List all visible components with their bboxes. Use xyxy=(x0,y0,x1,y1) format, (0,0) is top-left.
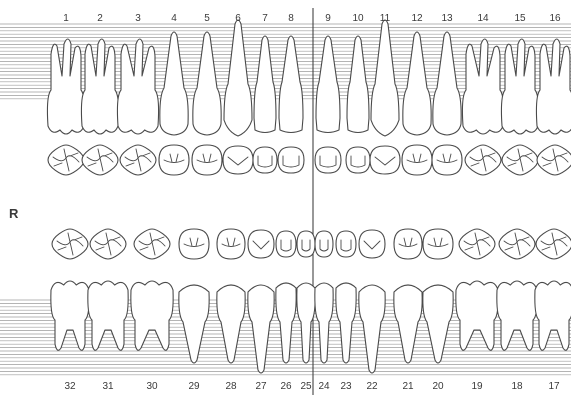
lower-tooth-number: 31 xyxy=(102,381,114,392)
lower-tooth-number: 21 xyxy=(402,381,414,392)
upper-tooth-number: 16 xyxy=(549,13,561,24)
lower-occlusal-row xyxy=(52,229,571,259)
upper-tooth-number: 8 xyxy=(288,13,294,24)
upper-tooth xyxy=(347,36,369,133)
upper-tooth-number: 14 xyxy=(477,13,489,24)
upper-tooth xyxy=(462,39,503,134)
upper-occlusal-tooth xyxy=(346,147,370,173)
upper-occlusal-tooth xyxy=(253,147,277,173)
lower-occlusal-tooth xyxy=(336,231,356,257)
upper-tooth xyxy=(81,39,118,134)
lower-tooth-number: 25 xyxy=(300,381,312,392)
lower-tooth-number: 20 xyxy=(432,381,444,392)
upper-tooth xyxy=(316,36,340,133)
lower-occlusal-tooth xyxy=(536,229,571,259)
upper-tooth-number: 10 xyxy=(352,13,364,24)
lower-tooth xyxy=(88,281,128,350)
upper-tooth-number: 15 xyxy=(514,13,526,24)
upper-tooth-number: 4 xyxy=(171,13,177,24)
lower-tooth-number: 27 xyxy=(255,381,267,392)
upper-occlusal-tooth xyxy=(159,145,189,175)
upper-tooth-number: 11 xyxy=(380,13,391,24)
lower-occlusal-tooth xyxy=(179,229,209,259)
lower-occlusal-tooth xyxy=(217,229,245,259)
upper-tooth-number: 1 xyxy=(63,13,69,24)
lower-tooth xyxy=(359,285,385,373)
lower-tooth-number: 22 xyxy=(366,381,378,392)
upper-tooth-number: 9 xyxy=(325,13,331,24)
lower-tooth-number: 17 xyxy=(548,381,560,392)
upper-occlusal-row xyxy=(48,145,571,175)
upper-tooth-number: 3 xyxy=(135,13,141,24)
lower-tooth-number: 19 xyxy=(471,381,483,392)
upper-tooth-number: 6 xyxy=(235,13,241,24)
upper-tooth xyxy=(254,36,276,133)
lower-tooth xyxy=(51,281,89,350)
lower-tooth-number: 23 xyxy=(340,381,352,392)
upper-tooth-number: 7 xyxy=(262,13,268,24)
lower-tooth-number: 24 xyxy=(318,381,330,392)
upper-tooth xyxy=(117,39,158,134)
lower-tooth xyxy=(456,281,498,350)
upper-occlusal-tooth xyxy=(432,145,462,175)
upper-tooth-number: 2 xyxy=(97,13,103,24)
lower-occlusal-tooth xyxy=(394,229,422,259)
lower-tooth xyxy=(497,281,537,350)
lower-tooth-number: 30 xyxy=(146,381,158,392)
lower-tooth-number: 18 xyxy=(511,381,523,392)
upper-occlusal-tooth xyxy=(402,145,432,175)
lower-tooth xyxy=(131,281,173,350)
side-label: R xyxy=(9,206,19,221)
upper-occlusal-tooth xyxy=(315,147,341,173)
lower-occlusal-tooth xyxy=(297,231,315,257)
upper-occlusal-tooth xyxy=(192,145,222,175)
lower-tooth xyxy=(248,285,274,373)
lower-tooth-number: 32 xyxy=(64,381,76,392)
upper-tooth-number: 5 xyxy=(204,13,210,24)
upper-tooth xyxy=(279,36,303,133)
lower-occlusal-tooth xyxy=(315,231,333,257)
lower-tooth-number: 29 xyxy=(188,381,200,392)
upper-tooth xyxy=(47,39,84,134)
upper-occlusal-tooth xyxy=(278,147,304,173)
lower-occlusal-tooth xyxy=(248,230,274,258)
upper-tooth-number: 13 xyxy=(441,13,453,24)
upper-occlusal-tooth xyxy=(370,146,400,174)
lower-tooth-number: 28 xyxy=(225,381,237,392)
lower-tooth-numbers: 32 31 30 29 28 27 26 25 24 23 22 21 20 19 18 17 xyxy=(64,381,560,392)
lower-tooth xyxy=(535,281,571,350)
lower-occlusal-tooth xyxy=(359,230,385,258)
upper-tooth-number: 12 xyxy=(411,13,423,24)
lower-occlusal-tooth xyxy=(423,229,453,259)
upper-occlusal-tooth xyxy=(223,146,253,174)
upper-tooth xyxy=(501,39,538,134)
upper-tooth xyxy=(536,39,571,134)
lower-tooth-number: 26 xyxy=(280,381,292,392)
lower-occlusal-tooth xyxy=(276,231,296,257)
